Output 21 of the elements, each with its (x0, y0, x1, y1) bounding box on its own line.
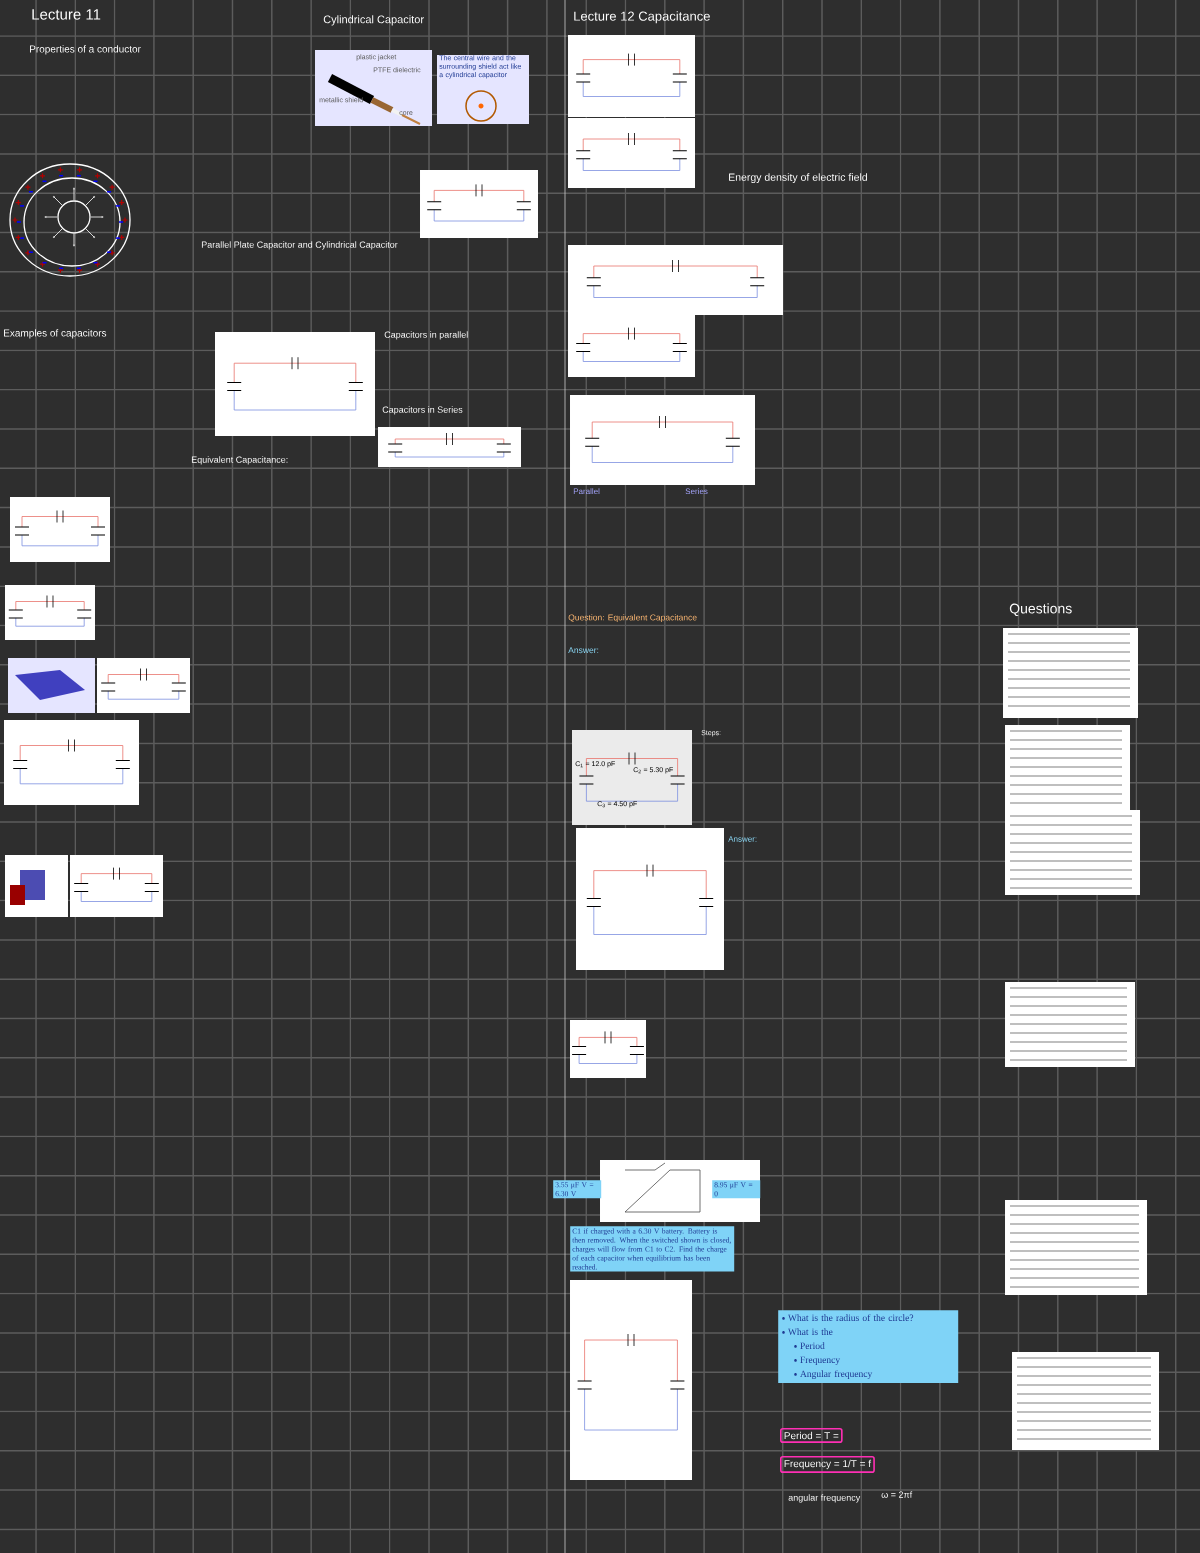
heading: Capacitors in parallel (384, 331, 468, 340)
heading: Energy density of electric field (729, 173, 867, 183)
question-box: What is the radius of the circle? What is the Period Frequency Angular frequency (778, 1310, 959, 1383)
heading: Questions (1009, 603, 1072, 616)
heading: Lecture 11 (32, 9, 101, 20)
heading: Lecture 12 Capacitance (574, 11, 710, 24)
heading: Answer: (728, 836, 757, 842)
formula-box: Frequency = 1/T = f (780, 1456, 875, 1473)
formula: ω = 2πf (881, 1491, 913, 1498)
heading: Parallel (573, 488, 600, 495)
heading: Properties of a conductor (30, 45, 141, 55)
heading: Cylindrical Capacitor (323, 15, 424, 26)
formula-box: Period = T = (780, 1428, 843, 1443)
heading: Examples of capacitors (4, 329, 107, 339)
heading: Parallel Plate Capacitor and Cylindrical Capacitor (201, 241, 398, 250)
heading: Capacitors in Series (382, 406, 463, 415)
heading: Series (685, 488, 708, 495)
heading: Question: Equivalent Capacitance (568, 614, 697, 623)
note: angular frequency (788, 1494, 861, 1503)
heading: Answer: (568, 647, 599, 654)
heading: Equivalent Capacitance: (191, 456, 288, 465)
